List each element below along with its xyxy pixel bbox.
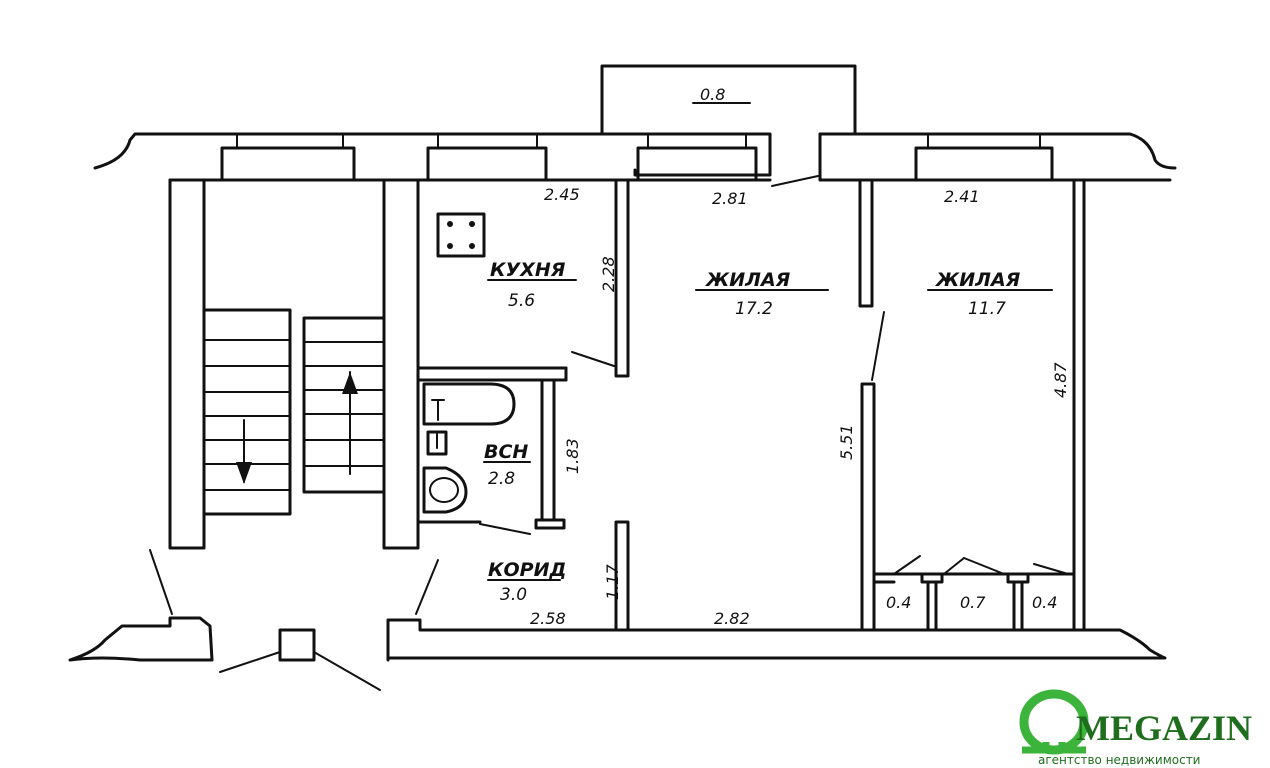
living1-area: 17.2 — [735, 299, 773, 319]
living1-width-dim: 2.81 — [712, 189, 748, 208]
living1-name: ЖИЛАЯ — [704, 269, 791, 291]
corridor-width-dim: 2.58 — [530, 609, 566, 628]
living2-area: 11.7 — [968, 299, 1006, 319]
corridor-area: 3.0 — [500, 585, 527, 605]
living2-name: ЖИЛАЯ — [934, 269, 1021, 291]
logo-brand-text: MEGAZIN — [1076, 708, 1252, 748]
stairwell — [168, 178, 420, 550]
closet2-area: 0.7 — [960, 593, 986, 612]
living2-depth-dim: 4.87 — [1051, 362, 1070, 398]
kitchen-width-dim: 2.45 — [544, 185, 580, 204]
logo-tagline: агентство недвижимости — [1038, 753, 1200, 767]
bathroom-area: 2.8 — [488, 469, 515, 489]
kitchen-depth-dim: 2.28 — [599, 256, 618, 292]
interior-walls — [416, 175, 1086, 632]
omega-logo-icon — [1019, 689, 1089, 755]
bottom-width-dim: 2.82 — [714, 609, 750, 628]
down-arrow-icon — [236, 462, 252, 484]
kitchen-area: 5.6 — [508, 291, 535, 311]
kitchen-name: КУХНЯ — [490, 259, 566, 281]
closet3-area: 0.4 — [1032, 593, 1057, 612]
closet1-area: 0.4 — [886, 593, 911, 612]
bathroom-depth-dim: 1.83 — [563, 438, 582, 474]
bathroom-name: ВСН — [484, 441, 528, 463]
balcony — [600, 64, 857, 136]
up-arrow-icon — [342, 372, 358, 394]
omegazin-logo: MEGAZIN агентство недвижимости — [1019, 689, 1252, 767]
top-wall — [93, 132, 1177, 182]
corridor-depth-dim: 1.17 — [603, 564, 622, 600]
entrance — [68, 549, 1167, 691]
balcony-area-label: 0.8 — [700, 85, 725, 104]
corridor-name: КОРИД — [488, 559, 566, 581]
living2-width-dim: 2.41 — [944, 187, 980, 206]
living1-depth-dim: 5.51 — [837, 424, 856, 460]
